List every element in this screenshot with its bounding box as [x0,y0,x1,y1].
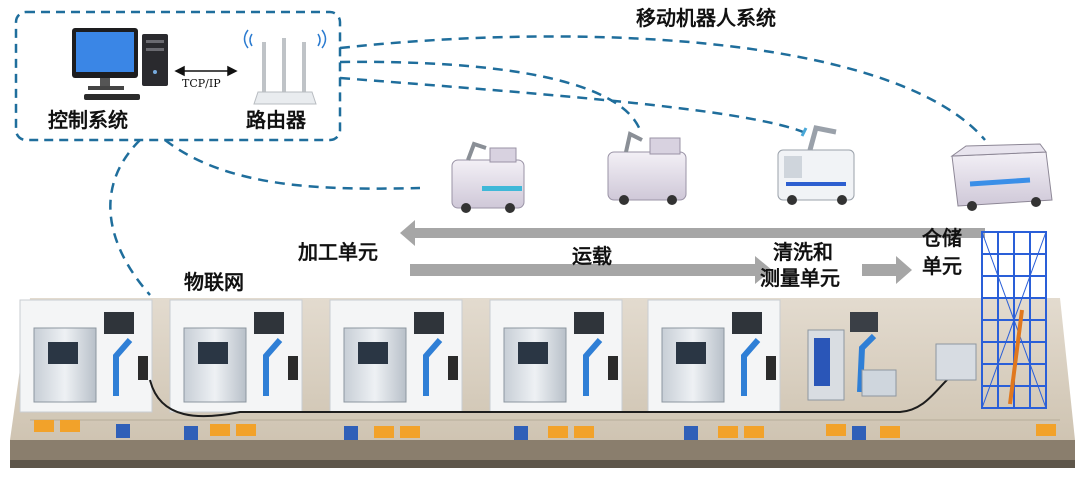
mobile-robot-icon [607,131,687,205]
transport-arrows [400,220,985,284]
cleaning-measuring-label-1: 清洗和 [773,240,833,264]
wireless-links [109,35,986,296]
mobile-robot-icon [451,141,525,213]
warehouse-label-2: 单元 [922,254,962,278]
mobile-robot-icon [777,125,855,205]
desktop-computer-icon [72,28,168,100]
control-system-box [14,10,342,142]
warehouse-label-1: 仓储 [922,226,962,250]
machining-cell [19,299,153,438]
control-system-label: 控制系统 [48,108,128,132]
iot-cable [149,369,961,418]
machining-cell [329,299,463,440]
tcp-ip-arrow [174,65,238,77]
wifi-router-icon [243,29,327,105]
machining-cells [19,299,781,440]
mobile-robot-system-label: 移动机器人系统 [636,6,776,30]
mobile-robot-icon [950,143,1053,211]
transport-label: 运载 [572,244,612,268]
warehouse-stacker [935,309,1056,436]
machining-unit-label: 加工单元 [298,240,378,264]
machining-cell [169,299,303,440]
machining-cell [647,299,781,440]
cleaning-measuring-label-2: 测量单元 [760,266,840,290]
machining-cell [489,299,623,440]
tcp-ip-label: TCP/IP [182,77,221,90]
router-label: 路由器 [246,108,306,132]
iot-label: 物联网 [184,270,244,294]
cleaning-measuring-equipment [807,312,900,440]
